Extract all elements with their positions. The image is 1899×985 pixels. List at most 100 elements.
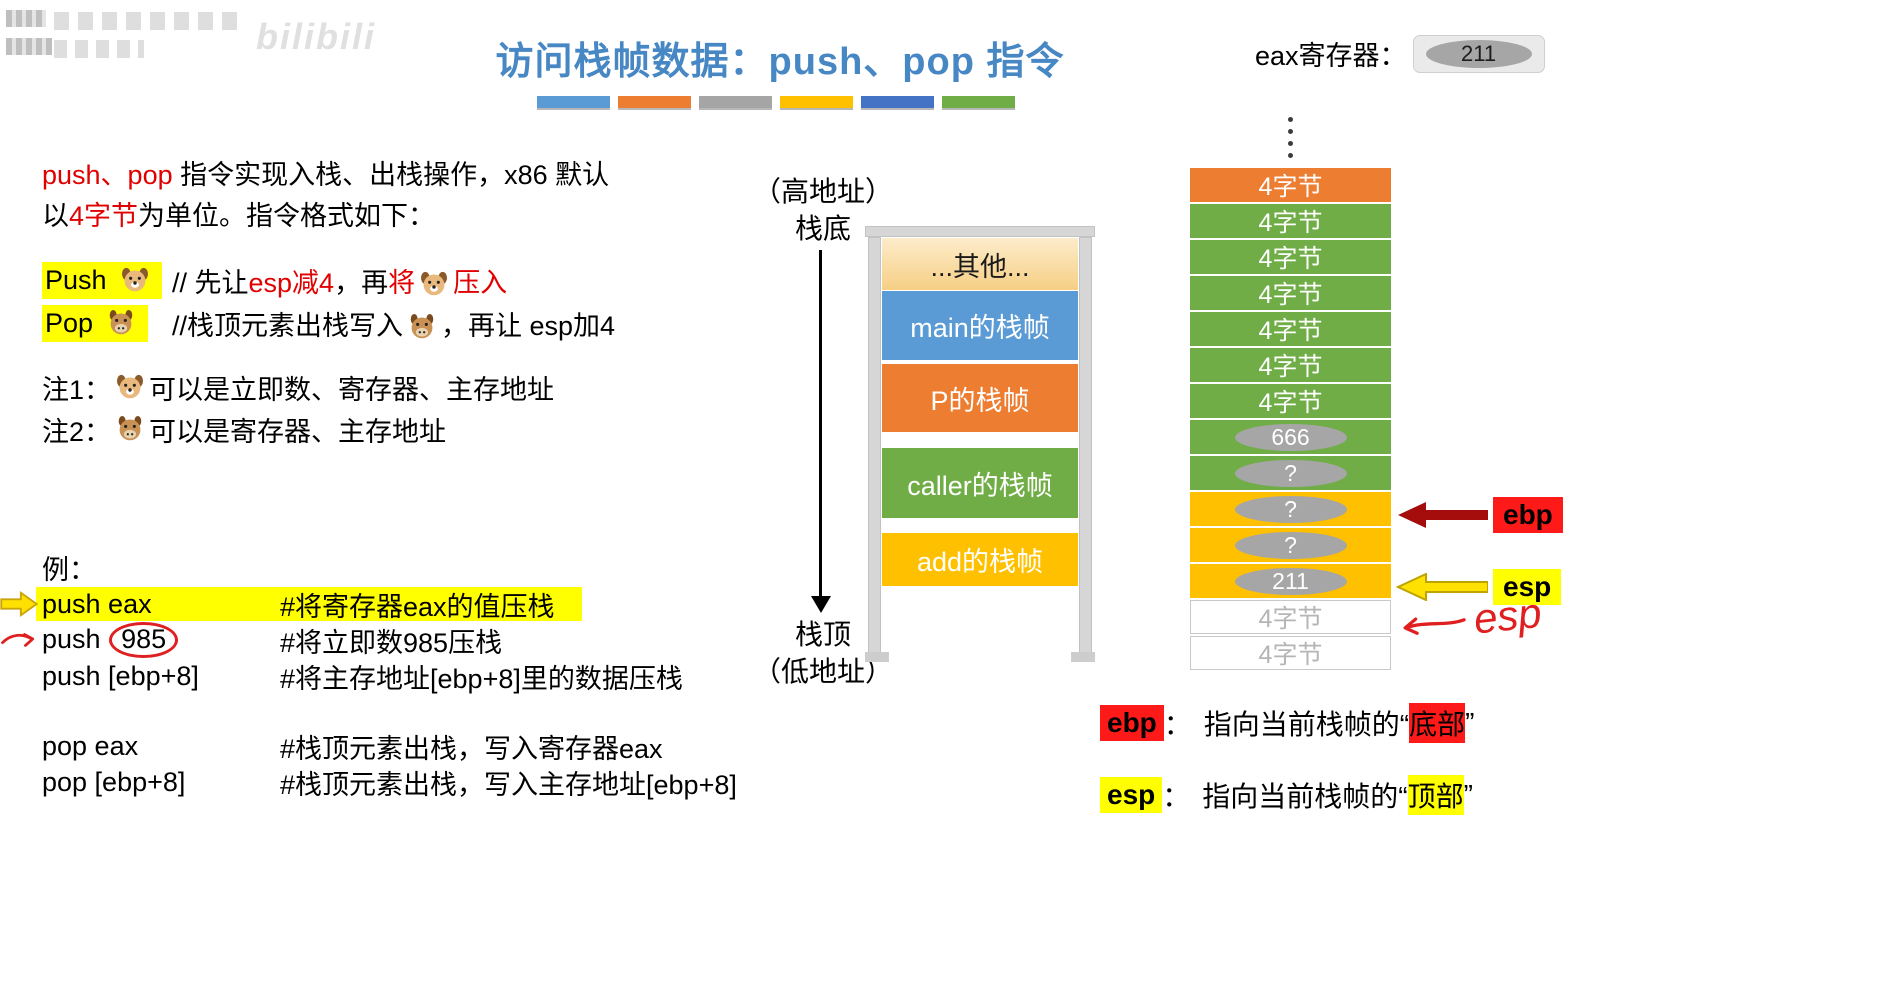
- cell-label: 4字节: [1258, 281, 1323, 309]
- definition-colon: ：: [1163, 709, 1192, 740]
- cell-label: 4字节: [1258, 317, 1323, 345]
- page-title: 访问栈帧数据：push、pop 指令: [495, 41, 1065, 83]
- comment-text: // 先让: [172, 267, 249, 298]
- stack-frame-left-rail: [868, 237, 881, 654]
- stack-cell: ?: [1190, 528, 1391, 562]
- ebp-definition: ebp ： 指向当前栈帧的“ 底部 ”: [1100, 703, 1474, 743]
- ebp-pointer-label: ebp: [1493, 497, 1563, 533]
- code-text: pop eax: [42, 730, 139, 761]
- handwritten-esp-annotation: esp: [1398, 589, 1544, 652]
- accent-bar: [537, 96, 610, 108]
- note-prefix: 注1：: [42, 374, 112, 405]
- horse-icon: [109, 310, 133, 335]
- cell-label: 4字节: [1258, 245, 1323, 273]
- definition-text: ”: [1465, 707, 1475, 738]
- esp-term: esp: [1100, 777, 1163, 813]
- stack-cell: 4字节: [1190, 276, 1391, 310]
- stack-cell: 4字节: [1190, 204, 1391, 238]
- segment-add-frame: add的栈帧: [882, 533, 1078, 586]
- intro-highlight: 4字节: [69, 201, 139, 231]
- code-comment: #将立即数985压栈: [280, 627, 503, 658]
- intro-text: 为单位。指令格式如下：: [138, 201, 436, 231]
- code-comment: #栈顶元素出栈，写入主存地址[ebp+8]: [280, 769, 737, 800]
- accent-bar: [942, 96, 1015, 108]
- comment-text: ，再让 esp加4: [441, 310, 616, 341]
- push-comment: // 先让esp减4，再将压入: [172, 261, 507, 300]
- horse-icon: [118, 416, 142, 441]
- stack-cell-esp: 211: [1190, 564, 1391, 598]
- note-2: 注2： 可以是寄存器、主存地址: [42, 408, 554, 450]
- spacer: [42, 694, 737, 728]
- comment-text: ，再: [334, 267, 389, 298]
- dot: [1288, 141, 1293, 146]
- stack-frame-right-rail: [1079, 237, 1092, 654]
- stack-frame-right-foot: [1071, 652, 1095, 662]
- definition-text: ”: [1463, 779, 1473, 810]
- accent-bar: [699, 96, 772, 108]
- definition-highlight: 底部: [1409, 703, 1466, 743]
- watermark-fragment: [6, 38, 52, 55]
- stack-cell: 4字节: [1190, 312, 1391, 346]
- esp-definition: esp ： 指向当前栈帧的“ 顶部 ”: [1100, 775, 1473, 815]
- cell-value-ellipse: 211: [1234, 567, 1347, 595]
- cell-label: 4字节: [1258, 389, 1323, 417]
- memory-stack-diagram: ...其他... main的栈帧 P的栈帧 caller的栈帧 add的栈帧: [865, 226, 1095, 662]
- cell-label: 4字节: [1258, 605, 1323, 633]
- segment-other: ...其他...: [882, 238, 1078, 290]
- stack-frame-left-foot: [865, 652, 889, 662]
- comment-text: //栈顶元素出栈写入: [172, 310, 404, 341]
- down-arrow-head: [811, 596, 831, 613]
- segment-caller-frame: caller的栈帧: [882, 448, 1078, 518]
- eax-value-box: 211: [1412, 34, 1545, 73]
- yellow-block-arrow-icon: [0, 590, 39, 625]
- code-comment: #将寄存器eax的值压栈: [280, 591, 555, 622]
- watermark-fragment: [54, 40, 144, 58]
- accent-bar: [780, 96, 853, 108]
- stack-top-label: 栈顶: [794, 619, 851, 650]
- examples-label: 例：: [42, 554, 96, 585]
- down-arrow-line: [819, 250, 822, 598]
- intro-text: 指令实现入栈、出栈操作，x86 默认: [172, 160, 610, 190]
- handwritten-arrow-icon: [1403, 617, 1466, 635]
- comment-red-text: esp减4: [248, 267, 335, 298]
- circled-immediate-value: 985: [109, 621, 179, 659]
- yellow-highlight-band: [36, 587, 582, 621]
- red-hand-arrow-icon: [0, 626, 38, 657]
- eax-register-label: eax寄存器：: [1255, 41, 1407, 71]
- handwritten-esp-text: esp: [1471, 588, 1544, 643]
- push-keyword-column: Push: [42, 261, 172, 299]
- cell-value-ellipse: 666: [1234, 423, 1347, 451]
- accent-bar: [861, 96, 934, 108]
- dog-icon: [121, 267, 148, 292]
- cell-value-ellipse: ?: [1234, 531, 1347, 559]
- dot: [1288, 129, 1293, 134]
- ellipsis-dots: [1190, 115, 1391, 160]
- definition-colon: ：: [1162, 781, 1191, 812]
- note-text: 可以是寄存器、主存地址: [149, 416, 447, 447]
- comment-red-text: 将: [388, 267, 416, 298]
- instruction-format-block: Push // 先让esp减4，再将压入 Pop //栈顶元素出栈写入 ，再让 e…: [42, 260, 615, 346]
- code-line-push-eax: push eax #将寄存器eax的值压栈: [0, 586, 737, 622]
- ebp-pointer: ebp: [1396, 497, 1563, 533]
- code-line-push-ebp8: push [ebp+8] #将主存地址[ebp+8]里的数据压栈: [42, 658, 737, 694]
- stack-cell: 666: [1190, 420, 1391, 454]
- cell-value-ellipse: ?: [1234, 459, 1347, 487]
- code-line-push-985: push 985 #将立即数985压栈: [1, 621, 737, 659]
- eax-register: eax寄存器： 211: [1255, 34, 1545, 73]
- stack-cells-diagram: 4字节 4字节 4字节 4字节 4字节 4字节 4字节 666 ? ? ? 21…: [1190, 115, 1391, 672]
- pop-keyword-column: Pop: [42, 304, 172, 342]
- stack-cell: 4字节: [1190, 636, 1391, 670]
- definition-text: 指向当前栈帧的“: [1202, 781, 1408, 812]
- ebp-term: ebp: [1100, 705, 1164, 741]
- pop-instruction-line: Pop //栈顶元素出栈写入 ，再让 esp加4: [42, 303, 615, 343]
- stack-bottom-label: 栈底: [794, 213, 851, 244]
- cell-value-ellipse: ?: [1234, 495, 1347, 523]
- code-text: push [ebp+8]: [42, 660, 199, 691]
- stack-cell: ?: [1190, 456, 1391, 490]
- pop-comment: //栈顶元素出栈写入 ，再让 esp加4: [172, 304, 615, 343]
- segment-p-frame: P的栈帧: [882, 364, 1078, 432]
- stack-cell-ebp: ?: [1190, 492, 1391, 526]
- definition-highlight: 顶部: [1407, 775, 1464, 815]
- pop-keyword: Pop: [45, 307, 94, 338]
